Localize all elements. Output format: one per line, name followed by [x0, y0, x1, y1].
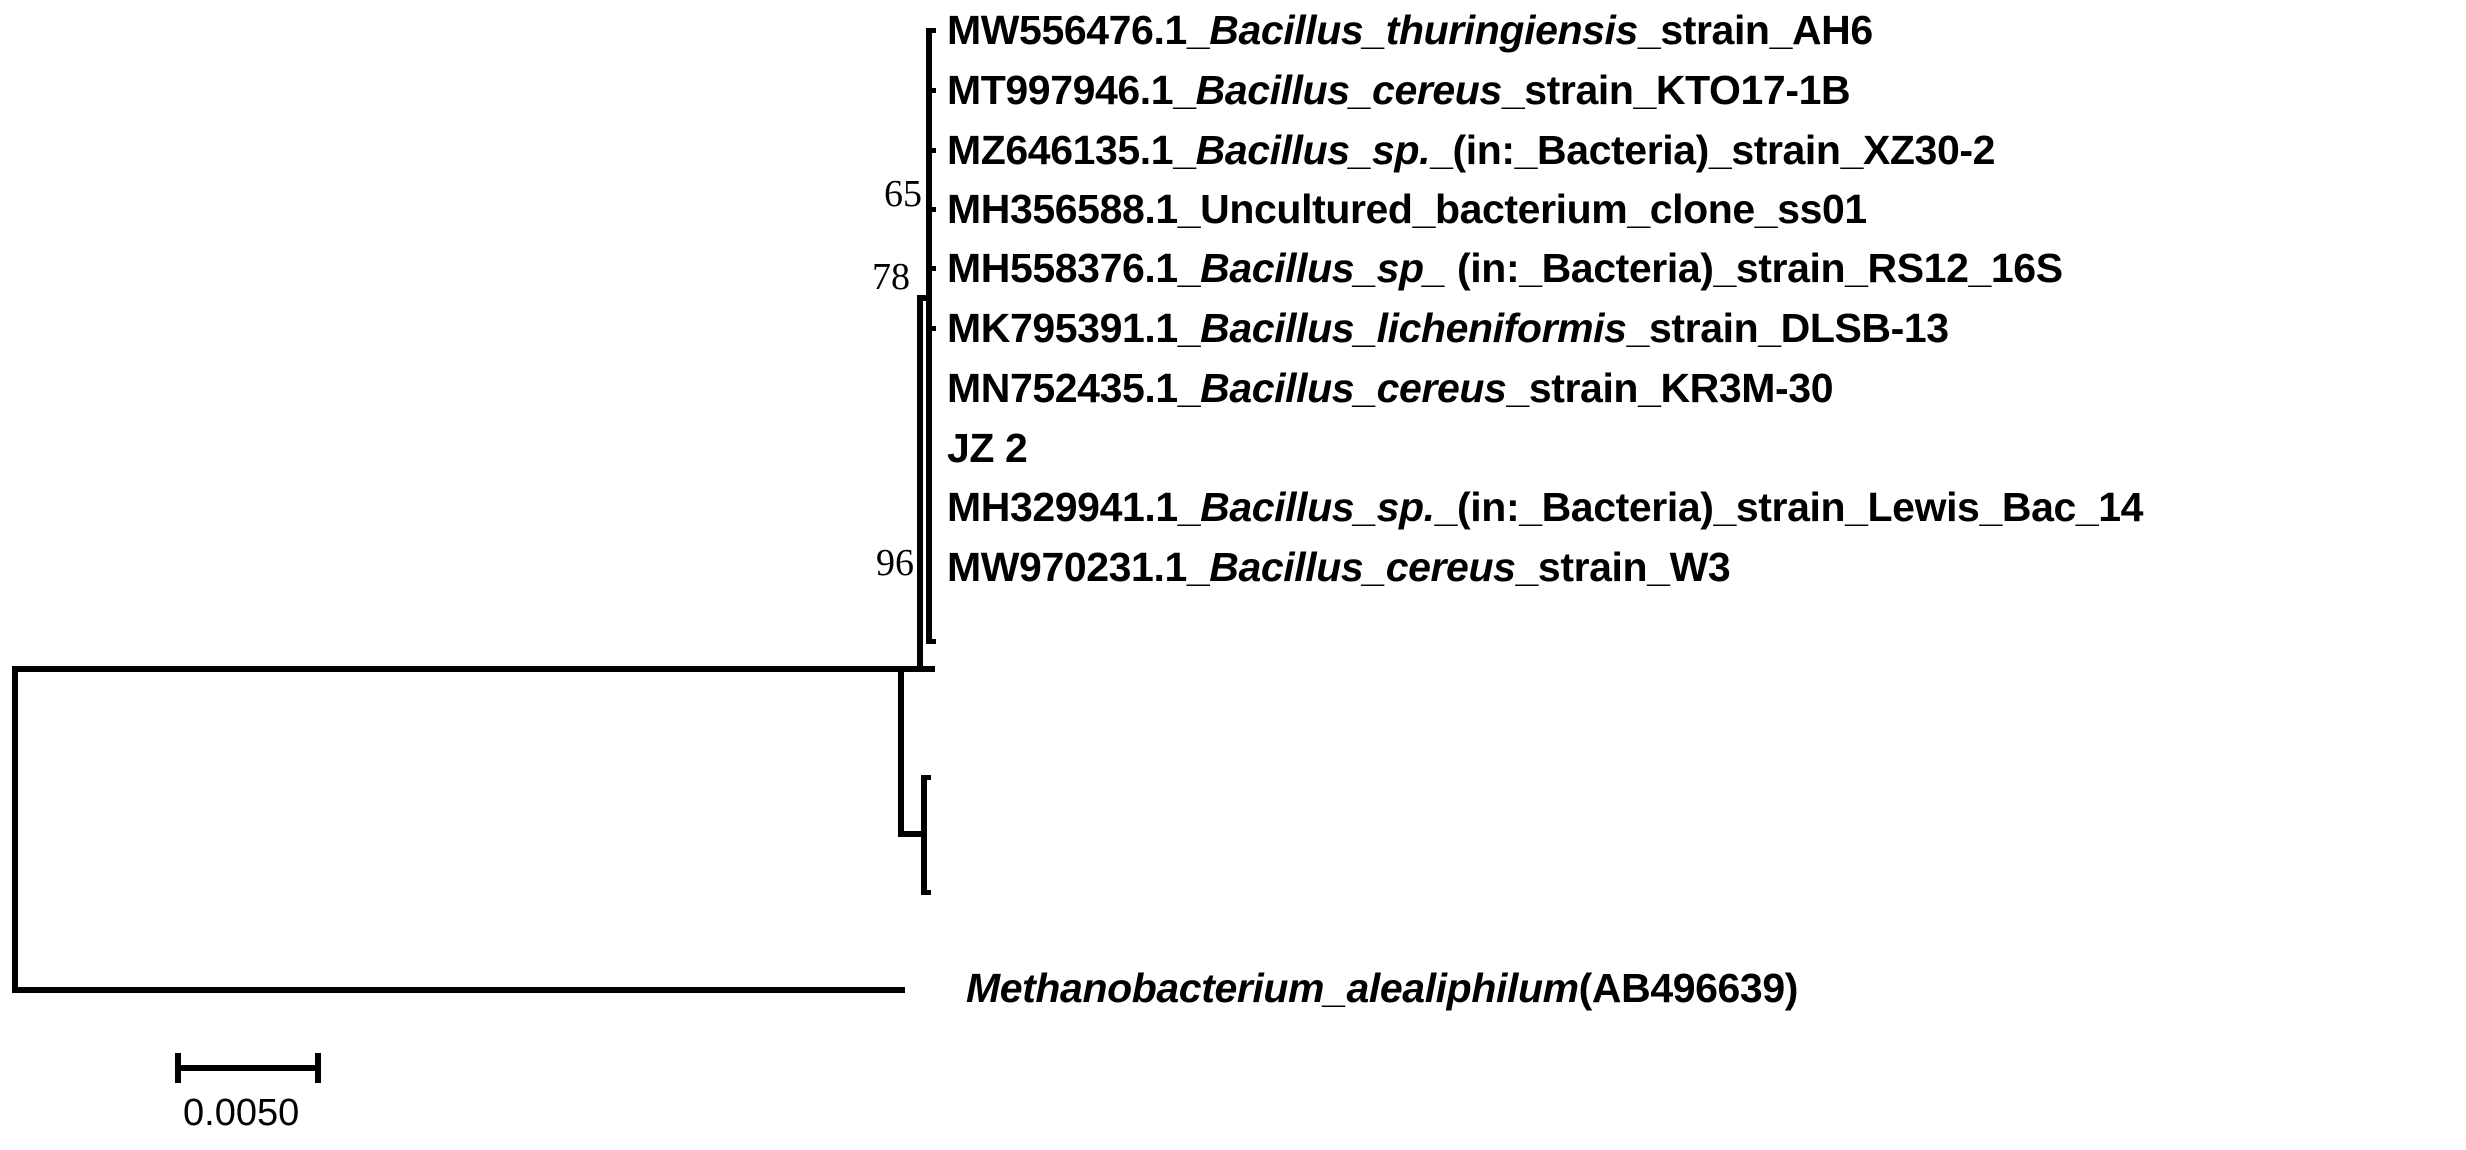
tip-label-6: MK795391.1_Bacillus_licheniformis_strain… [947, 308, 1949, 349]
tip-branch-6 [926, 326, 936, 331]
tip-strain-1: _strain_AH6 [1637, 7, 1873, 53]
root-vertical-branch [12, 666, 18, 993]
tip-branch-7 [926, 639, 936, 644]
scale-bar [175, 1053, 325, 1083]
scale-bar-right-cap [315, 1053, 321, 1083]
tip-branch-3 [926, 148, 936, 153]
tip-label-7: MN752435.1_Bacillus_cereus_strain_KR3M-3… [947, 365, 1834, 411]
tip-label-3: MZ646135.1_Bacillus_sp._(in:_Bacteria)_s… [947, 130, 1995, 171]
tip-label-4: MH356588.1_Uncultured_bacterium_clone_ss… [947, 189, 1867, 230]
tip-accession-4: MH356588.1_Uncultured_bacterium_clone_ss… [947, 186, 1867, 232]
root-to-clade-96-vertical [898, 666, 904, 836]
scale-bar-left-cap [175, 1053, 181, 1083]
tip-label-jz2: JZ 2 [947, 425, 1028, 471]
tip-strain-3: _(in:_Bacteria)_strain_XZ30-2 [1430, 127, 1996, 173]
tip-accession-5: MH558376.1_ [947, 245, 1201, 291]
bootstrap-value-65: 65 [884, 173, 922, 215]
tip-branch-9 [921, 775, 931, 780]
tip-species-2: Bacillus_cereus [1195, 67, 1503, 113]
tip-branch-4 [926, 207, 936, 212]
clade-96-stem-branch [898, 831, 926, 837]
tip-accession-1: MW556476.1_ [947, 7, 1210, 53]
tip-accession-9: MH329941.1_ [947, 484, 1201, 530]
tip-branch-5 [926, 266, 936, 271]
tip-strain-9: _(in:_Bacteria)_strain_Lewis_Bac_14 [1434, 484, 2144, 530]
bootstrap-value-96: 96 [876, 542, 914, 584]
tip-branch-jz2 [917, 666, 935, 672]
tip-strain-7: _strain_KR3M-30 [1506, 365, 1834, 411]
tip-strain-6: _strain_DLSB-13 [1626, 305, 1950, 351]
tip-branch-1 [926, 28, 936, 33]
tip-accession-8: JZ 2 [947, 425, 1028, 471]
tip-accession-outgroup: (AB496639) [1578, 965, 1799, 1011]
root-to-outgroup-branch [12, 987, 905, 993]
tip-strain-5: (in:_Bacteria)_strain_RS12_16S [1446, 245, 2063, 291]
scale-bar-label: 0.0050 [183, 1092, 300, 1134]
tip-species-3: Bacillus_sp. [1195, 127, 1431, 173]
tip-label-2: MT997946.1_Bacillus_cereus_strain_KTO17-… [947, 67, 1851, 113]
tip-accession-3: MZ646135.1_ [947, 127, 1196, 173]
tip-species-1: Bacillus_thuringiensis [1209, 7, 1638, 53]
bootstrap-value-78: 78 [872, 256, 910, 298]
tip-species-6: Bacillus_licheniformis [1200, 305, 1627, 351]
root-to-ingroup-branch [12, 666, 926, 672]
tip-accession-6: MK795391.1_ [947, 305, 1201, 351]
tip-accession-10: MW970231.1_ [947, 544, 1210, 590]
clade-78-vertical [917, 295, 923, 672]
scale-bar-line [175, 1065, 321, 1071]
tip-label-outgroup: Methanobacterium_alealiphilum(AB496639) [966, 968, 1798, 1009]
tip-branch-2 [926, 88, 936, 93]
tip-species-7: Bacillus_cereus [1200, 365, 1507, 411]
tip-species-5: Bacillus_sp_ [1200, 245, 1447, 291]
tip-accession-7: MN752435.1_ [947, 365, 1201, 411]
tip-label-9: MH329941.1_Bacillus_sp._(in:_Bacteria)_s… [947, 487, 2143, 528]
tip-strain-10: _strain_W3 [1515, 544, 1731, 590]
tip-species-outgroup: Methanobacterium_alealiphilum [966, 965, 1579, 1011]
clade-65-vertical [926, 28, 932, 644]
tip-label-5: MH558376.1_Bacillus_sp_ (in:_Bacteria)_s… [947, 248, 2063, 289]
tip-species-9: Bacillus_sp. [1200, 484, 1435, 530]
tip-branch-10 [921, 890, 931, 895]
tip-label-10: MW970231.1_Bacillus_cereus_strain_W3 [947, 544, 1731, 590]
tip-strain-2: _strain_KTO17-1B [1501, 67, 1851, 113]
clade-78-to-clade-65-branch [917, 295, 931, 301]
tip-accession-2: MT997946.1_ [947, 67, 1196, 113]
tip-label-1: MW556476.1_Bacillus_thuringiensis_strain… [947, 10, 1873, 51]
tip-species-10: Bacillus_cereus [1209, 544, 1516, 590]
